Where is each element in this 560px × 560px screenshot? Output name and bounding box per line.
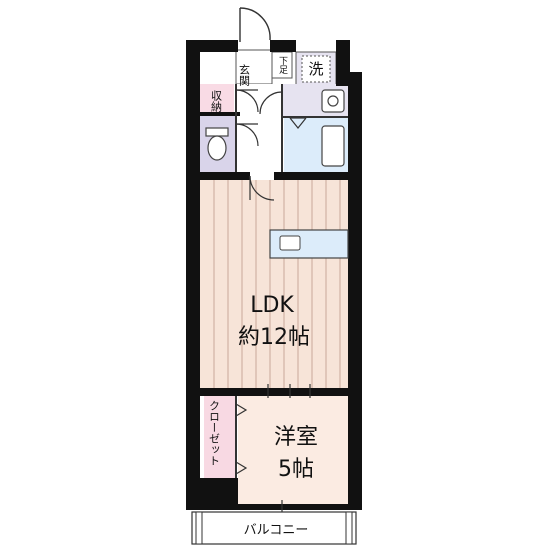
ldk-name: LDK — [250, 293, 294, 318]
storage-label: 収納 — [210, 90, 223, 113]
washing-machine-icon — [301, 55, 331, 83]
shoe-box-label: 下足 — [277, 56, 288, 75]
corridor-floor — [236, 84, 282, 176]
toilet-icon — [205, 127, 229, 161]
ldk-floor-lines — [213, 180, 341, 388]
closet-label: クローゼット — [208, 400, 221, 466]
balcony — [191, 511, 357, 545]
doors — [235, 89, 311, 514]
bathtub-icon — [321, 125, 345, 167]
closet-floor — [204, 396, 236, 478]
entrance-label: 玄関 — [238, 63, 251, 86]
ldk-size: 約12帖 — [238, 325, 310, 350]
walls — [186, 40, 362, 510]
kitchen-counter-icon — [269, 229, 349, 259]
balcony-label: バルコニー — [244, 523, 309, 538]
ldk-floor — [200, 180, 350, 388]
western-room-size: 5帖 — [278, 457, 314, 482]
western-room-name: 洋室 — [274, 425, 318, 450]
western-room-floor — [238, 396, 350, 504]
entrance-door — [239, 7, 271, 42]
storage-area — [200, 84, 234, 114]
washbasin-icon — [321, 89, 345, 113]
laundry-label: 洗 — [308, 60, 323, 78]
partitions — [235, 84, 348, 478]
